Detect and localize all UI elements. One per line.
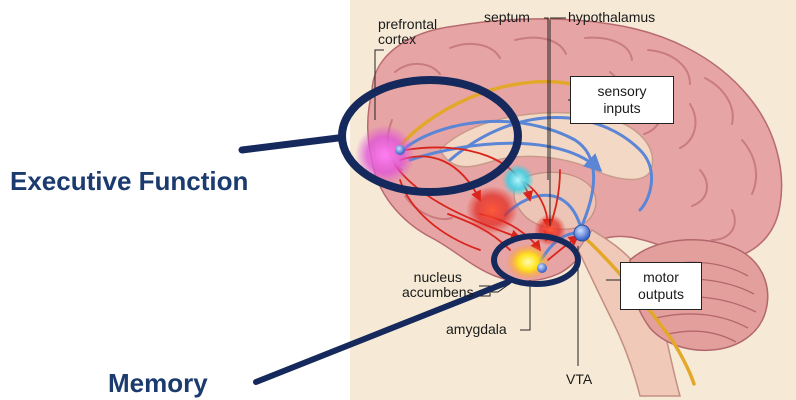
executive-function-pointer xyxy=(242,138,338,150)
limbic-red-glow xyxy=(466,186,518,234)
hypothalamus-label: hypothalamus xyxy=(568,10,655,25)
septum-label: septum xyxy=(484,10,530,25)
vta-node xyxy=(574,225,590,241)
nucleus-label-line2: accumbens xyxy=(402,285,474,300)
vta-label: VTA xyxy=(566,372,592,387)
prefrontal-cortex-label: prefrontal cortex xyxy=(378,17,437,47)
sensory-line2: inputs xyxy=(597,100,646,117)
sensory-line1: sensory xyxy=(597,83,646,100)
nucleus-label-line1: nucleus xyxy=(402,270,474,285)
nucleus-accumbens-label: nucleus accumbens xyxy=(402,270,474,300)
prefrontal-label-line1: prefrontal xyxy=(378,17,437,32)
amygdala-node xyxy=(537,263,547,273)
motor-line2: outputs xyxy=(638,286,684,303)
prefrontal-label-line2: cortex xyxy=(378,32,437,47)
amygdala-glow xyxy=(506,244,550,280)
motor-outputs-box: motor outputs xyxy=(620,262,702,310)
amygdala-label: amygdala xyxy=(446,322,507,337)
prefrontal-node xyxy=(395,145,405,155)
motor-line1: motor xyxy=(638,269,684,286)
executive-function-label: Executive Function xyxy=(10,166,248,197)
memory-label: Memory xyxy=(108,368,208,399)
sensory-inputs-box: sensory inputs xyxy=(570,76,674,124)
